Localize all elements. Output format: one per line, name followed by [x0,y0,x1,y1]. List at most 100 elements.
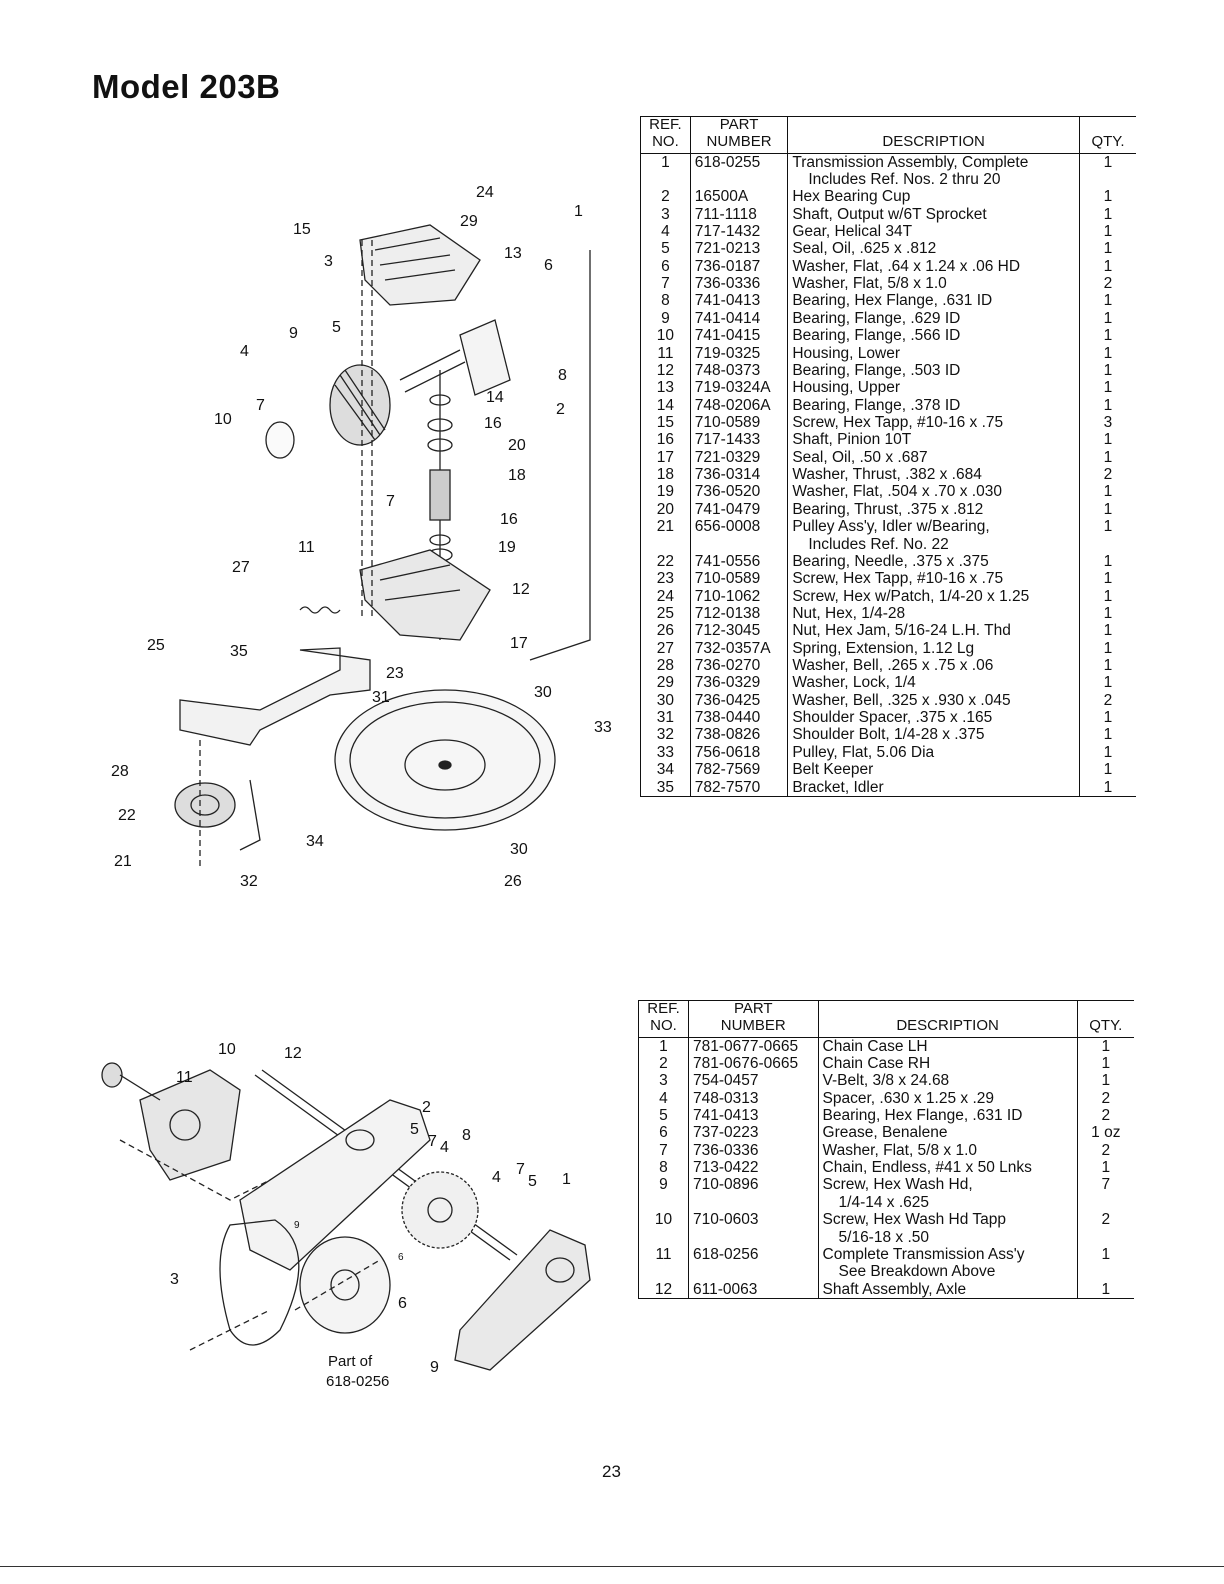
part-number-cell: 732-0357A [690,639,789,658]
ref-cell: 20 [640,500,691,519]
description-cell: Screw, Hex Tapp, #10-16 x .75 [787,570,1080,588]
callout: 9 [430,1359,439,1376]
qty-cell: 1 [1103,500,1113,518]
callout: 34 [306,833,324,850]
description-subtext: Includes Ref. Nos. 2 thru 20 [808,170,1001,188]
description-cell: Bracket, Idler [787,778,1080,797]
qty-cell: 1 [1103,726,1113,744]
part-number-cell: 719-0325 [690,344,789,362]
callout: 35 [230,643,248,660]
qty-cell: 1 [1103,674,1113,692]
qty-cell: 2 [1101,1211,1111,1229]
page-number: 23 [602,1462,621,1481]
description-text: Screw, Hex Tapp, #10-16 x .75 [792,570,1004,588]
callout: 7 [256,397,265,414]
description-cell: Chain Case RH [818,1054,1078,1073]
description-cell: Washer, Thrust, .382 x .684 [787,466,1080,484]
ref-cell: 4 [638,1089,689,1108]
description-cell: Bearing, Flange, .566 ID [787,327,1080,345]
description-cell: Nut, Hex Jam, 5/16-24 L.H. Thd [787,622,1080,640]
part-number-cell: 16500A [690,188,789,206]
part-of-note: Part of [328,1353,373,1370]
description-text: Transmission Assembly, Complete [792,153,1029,171]
description-header: DESCRIPTION [787,116,1080,154]
ref-cell: 35 [640,778,691,797]
part-number-cell: 721-0329 [690,448,789,467]
description-text: Bearing, Flange, .378 ID [792,396,961,414]
description-text: Hex Bearing Cup [792,188,911,206]
description-cell: Washer, Bell, .265 x .75 x .06 [787,657,1080,675]
description-text: Bearing, Flange, .629 ID [792,309,961,327]
description-text: Bearing, Flange, .566 ID [792,327,961,345]
description-cell: Housing, Upper [787,379,1080,397]
description-text: Chain Case RH [822,1054,931,1072]
callout: 10 [218,1041,236,1058]
part-number-cell: 781-0677-0665 [688,1037,819,1055]
qty-cell: 1 [1103,292,1113,310]
ref-no-header: REF.NO. [638,1000,689,1038]
description-text: Complete Transmission Ass'y [822,1245,1025,1263]
part-number-cell: 717-1433 [690,431,789,449]
qty-cell: 1 [1103,257,1113,275]
part-number-cell: 710-0896 [688,1176,819,1212]
callout: 7 [516,1161,525,1178]
qty-header: QTY. [1079,116,1136,154]
description-subtext: Includes Ref. No. 22 [808,535,949,553]
ref-cell: 18 [640,466,691,484]
ref-cell: 3 [638,1072,689,1090]
qty-cell: 1 [1103,153,1113,171]
description-text: Washer, Flat, 5/8 x 1.0 [822,1141,978,1159]
description-text: Washer, Thrust, .382 x .684 [792,466,982,484]
description-cell: Shoulder Bolt, 1/4-28 x .375 [787,726,1080,744]
description-text: Washer, Flat, 5/8 x 1.0 [792,275,947,293]
ref-cell: 33 [640,743,691,762]
ref-cell: 1 [638,1037,689,1055]
callout: 28 [111,763,129,780]
callout: 30 [534,684,552,701]
qty-cell: 7 [1101,1176,1111,1194]
ref-cell: 19 [640,483,691,501]
description-cell: Shaft, Pinion 10T [787,431,1080,449]
description-cell: Gear, Helical 34T [787,223,1080,241]
part-number-cell: 618-0255 [690,153,789,189]
callout: 30 [510,841,528,858]
description-text: Bearing, Flange, .503 ID [792,361,961,379]
qty-cell: 1 [1101,1280,1111,1298]
description-text: Shaft, Output w/6T Sprocket [792,205,987,223]
ref-cell: 5 [640,240,691,258]
ref-cell: 13 [640,379,691,397]
qty-cell: 1 [1103,309,1113,327]
description-text: Seal, Oil, .625 x .812 [792,240,937,258]
callout: 5 [332,319,341,336]
description-cell: Washer, Flat, .64 x 1.24 x .06 HD [787,257,1080,276]
callout: 4 [240,343,249,360]
description-text: Nut, Hex, 1/4-28 [792,604,906,622]
callout: 5 [410,1121,419,1138]
header-line: REF. [647,1000,680,1017]
ref-cell: 12 [638,1280,689,1299]
part-number-cell: 711-1118 [690,205,789,224]
header-line: NUMBER [720,1016,786,1034]
ref-cell: 28 [640,657,691,675]
part-of-note: 618-0256 [326,1373,389,1390]
ref-cell: 2 [638,1054,689,1073]
description-cell: Bearing, Flange, .503 ID [787,361,1080,380]
qty-cell: 1 [1103,223,1113,241]
part-number-cell: 656-0008 [690,518,789,553]
